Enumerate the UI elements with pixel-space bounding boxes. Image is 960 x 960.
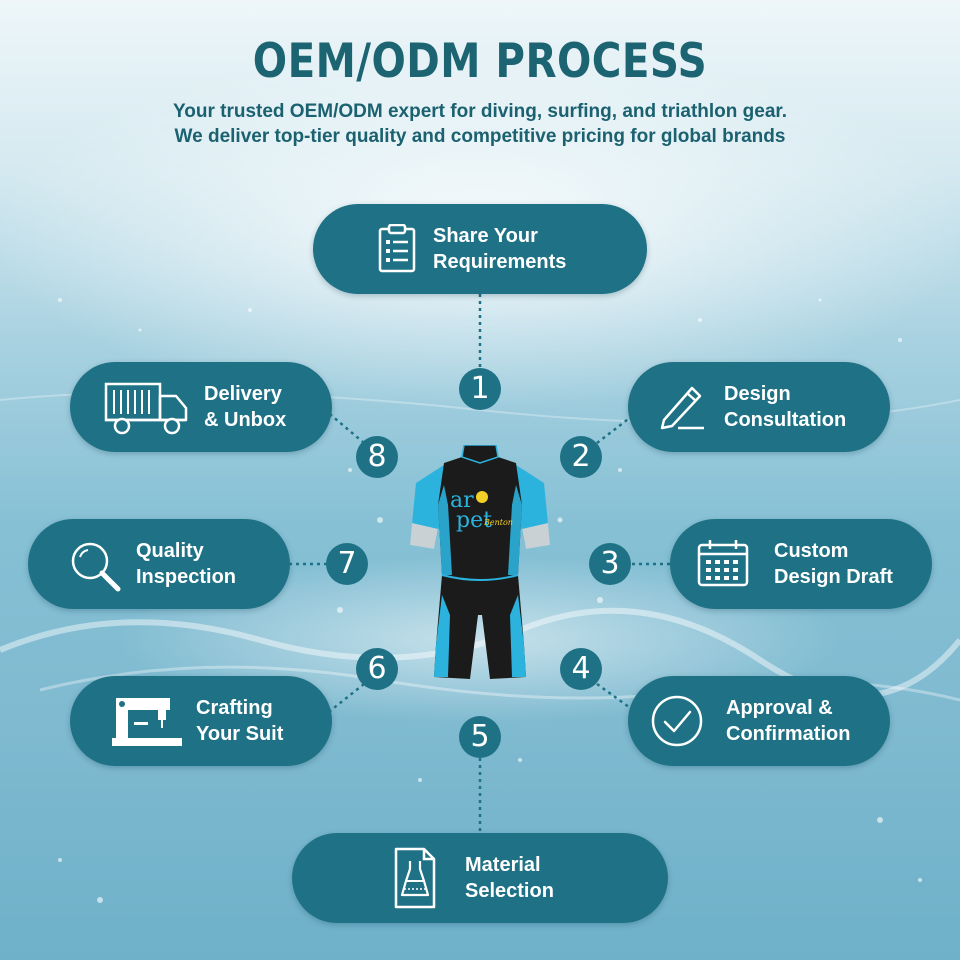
step-7-card: Quality Inspection xyxy=(28,519,290,609)
step-3-label: Custom Design Draft xyxy=(774,540,893,588)
sewing-machine-icon xyxy=(112,698,182,746)
svg-text:Benton: Benton xyxy=(483,518,513,527)
step-4-label: Approval & Confirmation xyxy=(726,697,851,745)
step-8-label: Delivery & Unbox xyxy=(204,383,287,431)
step-2-number: 2 xyxy=(560,436,602,478)
wetsuit-image: ar pet Benton xyxy=(410,445,550,679)
clipboard-icon xyxy=(378,224,416,273)
svg-text:ar: ar xyxy=(450,488,474,513)
step-5-card: Material Selection xyxy=(292,833,668,923)
step-2-label: Design Consultation xyxy=(724,383,847,431)
step-3-card: Custom Design Draft xyxy=(670,519,932,609)
step-4-number: 4 xyxy=(560,648,602,690)
step-5-label: Material Selection xyxy=(465,854,554,902)
svg-text:pet: pet xyxy=(456,508,492,533)
calendar-icon xyxy=(697,540,749,587)
check-circle-icon xyxy=(651,695,703,747)
step-4-card: Approval & Confirmation xyxy=(628,676,890,766)
step-6-card: Crafting Your Suit xyxy=(70,676,332,766)
step-5-number: 5 xyxy=(459,716,501,758)
subtitle-line-1: Your trusted OEM/ODM expert for diving, … xyxy=(172,101,788,122)
magnifier-icon xyxy=(71,542,121,592)
page-title: OEM/ODM PROCESS xyxy=(252,34,708,89)
step-6-number: 6 xyxy=(356,648,398,690)
step-1-number: 1 xyxy=(459,368,501,410)
dress-document-icon xyxy=(394,847,436,909)
subtitle-line-2: We deliver top-tier quality and competit… xyxy=(174,126,786,147)
step-8-card: Delivery & Unbox xyxy=(70,362,332,452)
step-8-number: 8 xyxy=(356,436,398,478)
pencil-icon xyxy=(660,386,704,430)
step-2-card: Design Consultation xyxy=(628,362,890,452)
step-7-number: 7 xyxy=(326,543,368,585)
step-7-label: Quality Inspection xyxy=(136,540,237,588)
step-6-label: Crafting Your Suit xyxy=(196,697,284,745)
step-3-number: 3 xyxy=(589,543,631,585)
step-1-card: Share Your Requirements xyxy=(313,204,647,294)
truck-icon xyxy=(104,382,188,435)
step-1-label: Share Your Requirements xyxy=(433,225,567,273)
